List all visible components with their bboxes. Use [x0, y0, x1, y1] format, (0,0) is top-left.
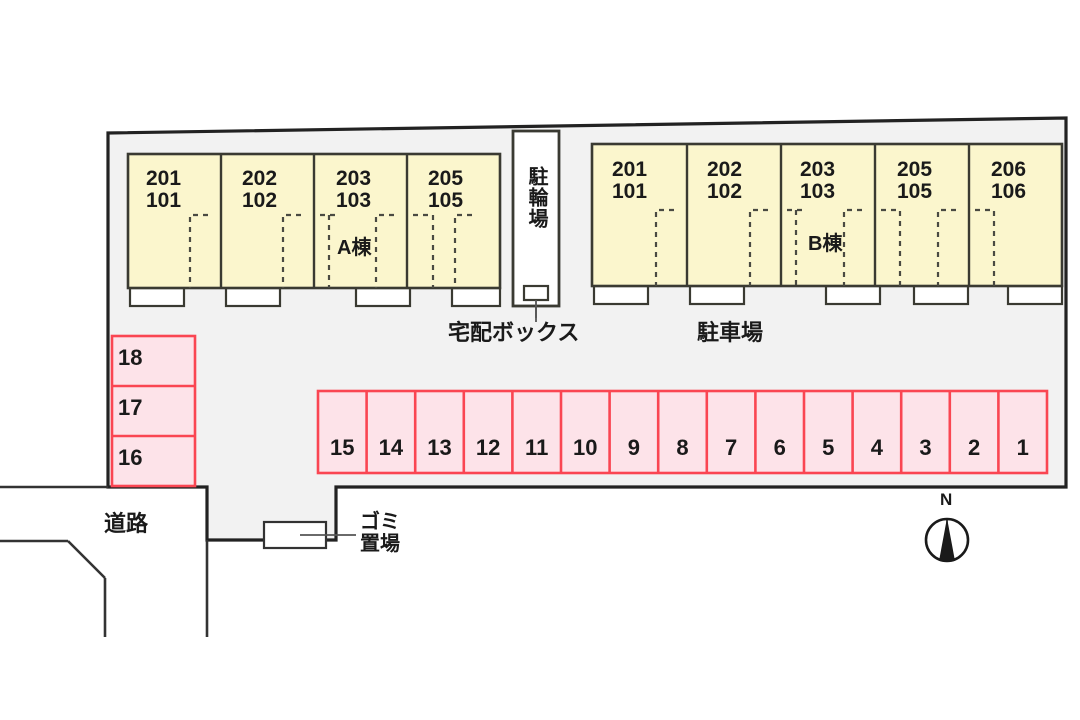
stall-label-6: 6 — [773, 435, 786, 460]
garbage-area-marker — [262, 520, 356, 550]
stall-label-3: 3 — [919, 435, 932, 460]
compass-north-label: N — [940, 490, 953, 509]
building-a-name: A棟 — [337, 237, 372, 259]
stall-label-7: 7 — [724, 435, 738, 460]
garbage-area-label: ゴミ置場 — [360, 511, 400, 556]
parking-stall-row — [316, 389, 1049, 475]
stall-label-12: 12 — [475, 435, 501, 460]
stall-label-14: 14 — [378, 435, 404, 460]
stall-label-8: 8 — [676, 435, 689, 460]
compass-north-icon — [924, 517, 970, 563]
delivery-box-label: 宅配ボックス — [448, 320, 580, 345]
stall-label-15: 15 — [330, 435, 355, 460]
parking-stall-column — [110, 334, 197, 488]
stall-label-16: 16 — [118, 445, 143, 470]
building-a — [126, 152, 502, 308]
stall-label-2: 2 — [967, 435, 981, 460]
building-b — [590, 142, 1064, 306]
building-a-entrances — [128, 286, 502, 308]
stall-label-9: 9 — [627, 435, 641, 460]
stall-label-5: 5 — [822, 435, 835, 460]
road-lines — [0, 485, 209, 637]
stall-label-10: 10 — [573, 435, 598, 460]
stall-label-17: 17 — [118, 395, 143, 420]
stall-label-1: 1 — [1016, 435, 1029, 460]
parking-lot-label: 駐車場 — [697, 320, 764, 345]
stall-label-13: 13 — [427, 435, 452, 460]
bicycle-parking-area — [511, 129, 561, 318]
stall-label-18: 18 — [118, 345, 143, 370]
stall-label-11: 11 — [525, 435, 549, 460]
bicycle-parking-label: 駐輪場 — [525, 166, 547, 229]
stall-label-4: 4 — [870, 435, 884, 460]
building-b-name: B棟 — [808, 233, 843, 255]
road-label: 道路 — [104, 511, 149, 536]
